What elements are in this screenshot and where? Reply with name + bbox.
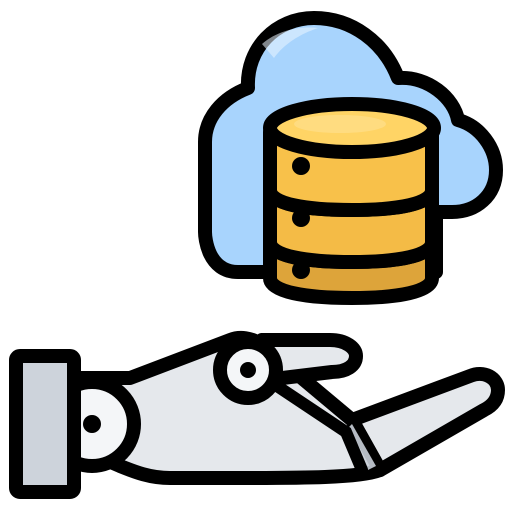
database-lid-highlight	[294, 115, 386, 133]
robot-hand-wrist-dot	[83, 415, 101, 433]
robot-hand-finger	[345, 366, 505, 477]
robot-hand-upper-finger	[255, 333, 363, 387]
cloud-highlight	[262, 27, 318, 58]
database-icon	[263, 97, 441, 305]
robot-hand-knuckle-dot	[240, 362, 256, 378]
robot-hand-crease	[262, 374, 368, 476]
database-dot-1	[292, 157, 310, 175]
database-dot-3	[292, 261, 310, 279]
robot-hand-wrist-plate	[9, 349, 81, 499]
robot-hand-icon	[9, 330, 505, 499]
database-dot-2	[292, 209, 310, 227]
